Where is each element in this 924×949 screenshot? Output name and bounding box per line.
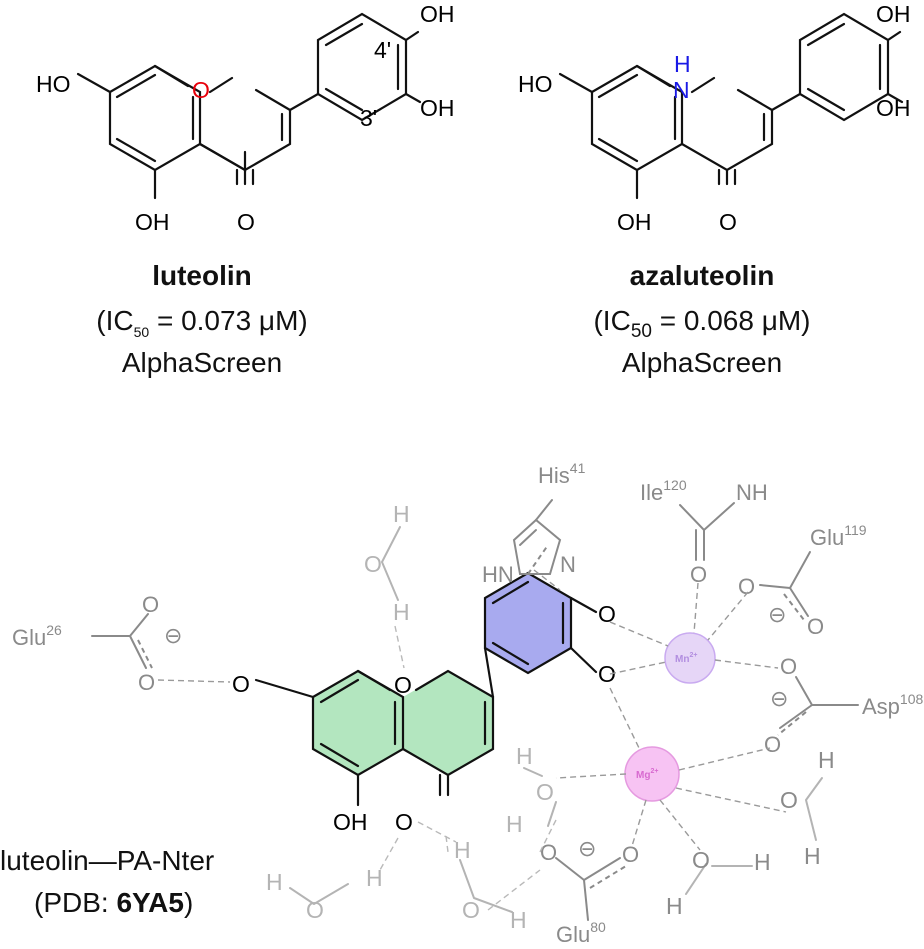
luteolin-assay: AlphaScreen xyxy=(122,347,282,378)
metal-coordination xyxy=(555,582,787,851)
water4-h1: H xyxy=(754,849,771,875)
water2-o: O xyxy=(536,779,554,805)
glu119-carboxylate xyxy=(759,551,811,621)
azaluteolin-ring-nitrogen: N xyxy=(673,77,690,103)
ile120-amide xyxy=(679,502,735,561)
ligand-o-4prime: O xyxy=(598,601,616,627)
ring-b-fill xyxy=(485,573,571,673)
water5-h1: H xyxy=(266,869,283,895)
complex-caption-line1: luteolin—PA-Nter xyxy=(0,845,214,876)
his41-hn: HN xyxy=(482,562,514,587)
his41-imidazole xyxy=(512,499,562,575)
water5-o: O xyxy=(306,897,324,923)
glu119-o2: O xyxy=(807,614,824,639)
luteolin-oh-3prime: OH xyxy=(420,95,455,121)
ligand-oh-5: OH xyxy=(333,809,368,835)
glu26-carboxylate xyxy=(91,613,153,669)
luteolin-ring-oxygen: O xyxy=(192,77,210,103)
ile120-label: Ile120 xyxy=(640,477,687,505)
luteolin-position-3prime: 3' xyxy=(360,105,377,131)
glu119-label: Glu119 xyxy=(810,522,867,550)
water1-h2: H xyxy=(393,599,410,625)
ring-c-fill xyxy=(403,671,493,775)
glu80-carboxylate xyxy=(555,857,627,921)
asp108-o1: O xyxy=(780,654,797,679)
water3-h1: H xyxy=(818,747,835,773)
water4-o: O xyxy=(692,847,710,873)
glu119-minus: ⊖ xyxy=(768,602,786,627)
azaluteolin-oh-3prime: OH xyxy=(876,95,911,121)
ligand-ring-oxygen: O xyxy=(394,672,412,698)
glu80-o1: O xyxy=(540,840,557,865)
azaluteolin-carbonyl-o: O xyxy=(719,209,737,235)
mn-ion-label: Mn2+ xyxy=(675,652,697,665)
azaluteolin-assay: AlphaScreen xyxy=(622,347,782,378)
asp108-label: Asp108 xyxy=(862,691,923,719)
glu119-o1: O xyxy=(738,574,755,599)
glu26-o2: O xyxy=(138,670,155,695)
glu26-minus: ⊖ xyxy=(164,623,182,648)
water6-h2: H xyxy=(510,907,527,933)
azaluteolin-oh-5: OH xyxy=(617,209,652,235)
glu80-minus: ⊖ xyxy=(578,836,596,861)
his41-label: His41 xyxy=(538,460,586,488)
azaluteolin-ho-7: HO xyxy=(518,71,553,97)
water3-o: O xyxy=(780,787,798,813)
ile120-o: O xyxy=(690,562,707,587)
complex-caption-line2: (PDB: 6YA5) xyxy=(34,887,193,918)
his41-n: N xyxy=(560,552,576,577)
ring-a-fill xyxy=(313,671,403,775)
luteolin-ic50: (IC50 = 0.073 μM) xyxy=(96,305,307,340)
luteolin-name: luteolin xyxy=(152,260,252,291)
water1-h1: H xyxy=(393,501,410,527)
water-molecules xyxy=(289,526,823,913)
asp108-carboxylate xyxy=(777,676,859,736)
hydrogen-bonds xyxy=(157,569,561,911)
luteolin-position-4prime: 4' xyxy=(374,37,391,63)
azaluteolin-structure xyxy=(558,12,904,200)
mn-ion xyxy=(664,632,716,684)
luteolin-carbonyl-o: O xyxy=(237,209,255,235)
glu26-o1: O xyxy=(142,592,159,617)
water3-h2: H xyxy=(804,843,821,869)
luteolin-ho-7: HO xyxy=(36,71,71,97)
water2-h1: H xyxy=(516,743,533,769)
azaluteolin-ring-nh: H xyxy=(674,51,691,77)
azaluteolin-oh-4prime: OH xyxy=(876,1,911,27)
ligand-bonds xyxy=(254,571,598,807)
water4-h2: H xyxy=(666,893,683,919)
asp108-minus: ⊖ xyxy=(770,686,788,711)
ligand-o-3prime: O xyxy=(598,661,616,687)
water6-h1: H xyxy=(454,837,471,863)
azaluteolin-name: azaluteolin xyxy=(630,260,775,291)
luteolin-oh-5: OH xyxy=(135,209,170,235)
mg-ion-label: Mg2+ xyxy=(636,768,658,781)
luteolin-oh-4prime: OH xyxy=(420,1,455,27)
glu26-label: Glu26 xyxy=(12,622,62,650)
asp108-o2: O xyxy=(764,732,781,757)
water2-h2: H xyxy=(506,811,523,837)
luteolin-structure xyxy=(76,12,422,200)
azaluteolin-ic50: (IC50 = 0.068 μM) xyxy=(593,305,810,342)
glu80-o2: O xyxy=(622,842,639,867)
water1-o: O xyxy=(364,551,382,577)
ile120-nh: NH xyxy=(736,480,768,505)
glu80-label: Glu80 xyxy=(556,919,606,947)
water5-h2: H xyxy=(366,865,383,891)
water6-o: O xyxy=(462,897,480,923)
ligand-o-7: O xyxy=(232,671,250,697)
ligand-carbonyl-o: O xyxy=(395,809,413,835)
